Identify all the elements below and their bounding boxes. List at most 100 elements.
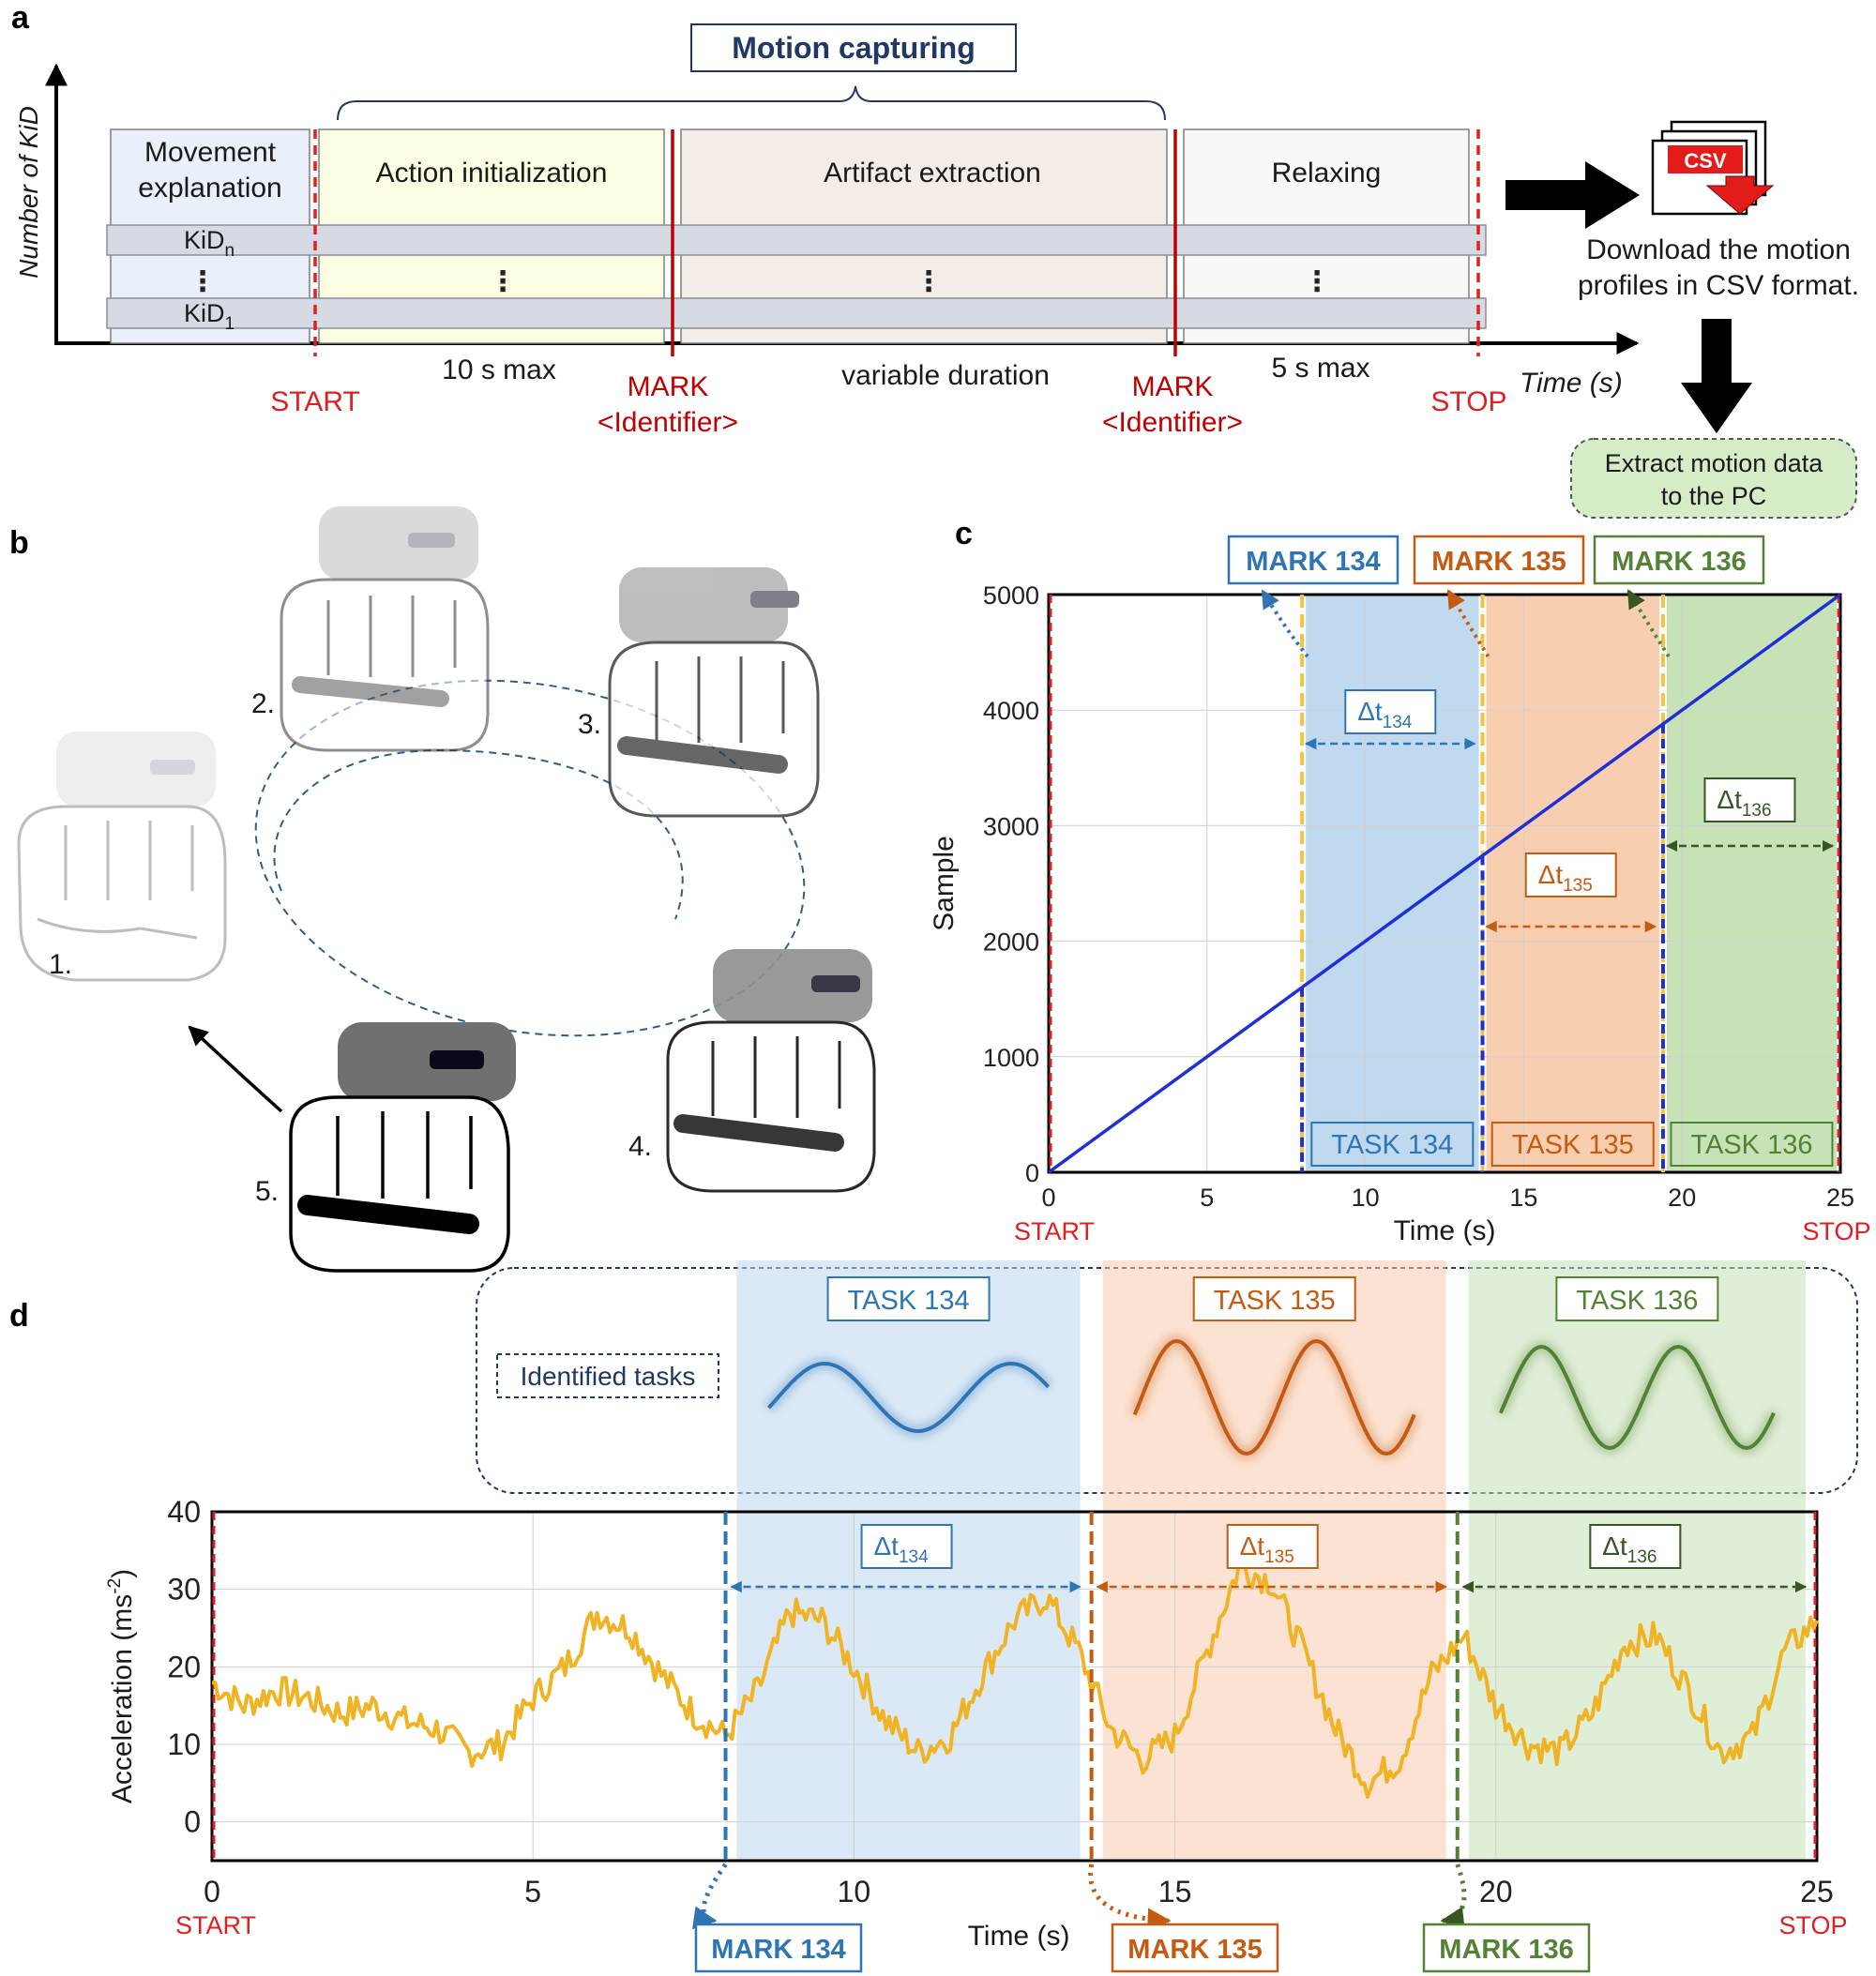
d-delta-box-2 <box>1226 1524 1319 1569</box>
d-mark-label-3: MARK 136 <box>1439 1935 1573 1965</box>
c-ytick-4: 4000 <box>983 697 1039 725</box>
d-identified-tasks-label: Identified tasks <box>521 1362 696 1391</box>
phase-artifact-extraction-label: Artifact extraction <box>824 158 1041 189</box>
mark-identifier-1: <Identifier> <box>598 407 738 438</box>
d-xtick-5: 25 <box>1800 1875 1834 1908</box>
d-delta-sub-3: 136 <box>1627 1547 1657 1567</box>
motion-capturing-label: Motion capturing <box>732 31 976 65</box>
download-text-line1: Download the motion <box>1586 234 1851 265</box>
duration-1: 10 s max <box>442 354 556 385</box>
d-xtick-1: 5 <box>524 1875 541 1908</box>
c-xlabel: Time (s) <box>1394 1215 1496 1246</box>
step-2-label: 2. <box>251 688 275 719</box>
c-sample-series <box>1047 593 1842 1174</box>
d-xtick-4: 20 <box>1479 1875 1513 1908</box>
c-ytick-0: 0 <box>1025 1159 1039 1187</box>
d-ytick-0: 0 <box>184 1805 201 1839</box>
step-4-label: 4. <box>628 1131 652 1162</box>
d-delta-label-2: Δt135 <box>1240 1531 1294 1567</box>
c-task-label-3: TASK 136 <box>1690 1130 1812 1160</box>
c-mark-label-1: MARK 134 <box>1246 547 1380 577</box>
d-task-box-2 <box>1192 1276 1356 1321</box>
d-xtick-0: 0 <box>204 1875 220 1908</box>
c-task-box-2 <box>1490 1122 1655 1167</box>
d-task-wave-1 <box>767 1361 1051 1434</box>
d-delta-box-1 <box>860 1524 953 1569</box>
d-delta-main-1: Δt <box>873 1531 899 1561</box>
d-ylabel: Acceleration (ms-2) <box>105 1569 138 1803</box>
c-ytick-1: 1000 <box>983 1044 1039 1072</box>
step-5-label: 5. <box>255 1176 279 1207</box>
d-mark-pointer-3 <box>1440 1863 1467 1930</box>
csv-label: CSV <box>1684 149 1727 173</box>
c-ylabel: Sample <box>929 836 960 931</box>
d-ylabel-sup: -2 <box>105 1578 125 1594</box>
d-task-wave-2 <box>1132 1338 1416 1456</box>
ellipsis-2: ⋮ <box>915 266 943 297</box>
panel-a-y-axis-label: Number of KiD <box>14 106 43 279</box>
d-mark-label-1: MARK 134 <box>711 1935 845 1965</box>
c-xtick-5: 25 <box>1826 1184 1854 1212</box>
kid-n-bar <box>106 224 1487 256</box>
c-mark-label-2: MARK 135 <box>1431 547 1566 577</box>
return-arrow-icon <box>188 1025 283 1113</box>
c-task-label-1: TASK 134 <box>1331 1130 1453 1160</box>
c-xtick-3: 15 <box>1509 1184 1537 1212</box>
mark-label-1: MARK <box>628 371 709 402</box>
c-plot-frame <box>1047 593 1842 1174</box>
ellipsis-1: ⋮ <box>489 266 517 297</box>
c-xtick-2: 10 <box>1352 1184 1380 1212</box>
c-mark-pointer-3 <box>1626 589 1671 658</box>
fist-step-2-icon <box>280 506 490 752</box>
d-delta-sub-2: 135 <box>1264 1547 1294 1567</box>
ellipsis-0: ⋮ <box>189 266 217 297</box>
d-task-wave-3 <box>1498 1344 1776 1451</box>
ellipsis-3: ⋮ <box>1303 266 1331 297</box>
d-mark-label-2: MARK 135 <box>1127 1935 1262 1965</box>
d-acceleration-series <box>211 1561 1819 1799</box>
c-xtick-4: 20 <box>1668 1184 1696 1212</box>
c-task-box-3 <box>1670 1122 1834 1167</box>
panel-d-label: d <box>9 1298 29 1334</box>
d-delta-box-3 <box>1589 1524 1682 1569</box>
c-delta-sub-2: 135 <box>1563 876 1593 896</box>
d-ytick-2: 20 <box>167 1650 201 1683</box>
c-delta-main-3: Δt <box>1717 785 1742 814</box>
d-task-label-2: TASK 135 <box>1214 1286 1336 1316</box>
c-stop-label: STOP <box>1802 1217 1870 1245</box>
extract-text-line2: to the PC <box>1661 482 1767 510</box>
c-ytick-2: 2000 <box>983 928 1039 957</box>
c-task-band-1 <box>1306 595 1479 1172</box>
kid-n-label: KiDn <box>184 226 234 261</box>
panel-c-label: c <box>955 516 973 551</box>
d-ylabel-end: ) <box>107 1569 138 1578</box>
d-mark-pointer-1 <box>691 1863 728 1930</box>
down-arrow-icon <box>1681 319 1752 433</box>
motion-capturing-brace <box>337 85 1166 121</box>
c-ytick-5: 5000 <box>983 581 1039 610</box>
panel-a-label: a <box>11 0 30 36</box>
d-ytick-3: 30 <box>167 1573 201 1606</box>
d-task-box-3 <box>1555 1276 1719 1321</box>
d-start-label: START <box>175 1911 256 1939</box>
panel-b-label: b <box>9 525 29 561</box>
stop-label: STOP <box>1430 386 1506 417</box>
d-plot-frame <box>210 1510 1819 1863</box>
d-mark-box-1 <box>694 1923 863 1973</box>
c-mark-label-3: MARK 136 <box>1611 547 1746 577</box>
c-task-label-2: TASK 135 <box>1512 1130 1634 1160</box>
d-ytick-1: 10 <box>167 1727 201 1761</box>
d-ylabel-main: Acceleration (ms <box>107 1594 138 1803</box>
start-label: START <box>270 386 360 417</box>
kid-1-label: KiD1 <box>184 299 234 334</box>
c-delta-box-3 <box>1703 777 1796 822</box>
c-delta-main-1: Δt <box>1357 697 1383 726</box>
d-xtick-2: 10 <box>838 1875 871 1908</box>
download-text-line2: profiles in CSV format. <box>1578 270 1859 301</box>
step-3-label: 3. <box>578 709 601 740</box>
